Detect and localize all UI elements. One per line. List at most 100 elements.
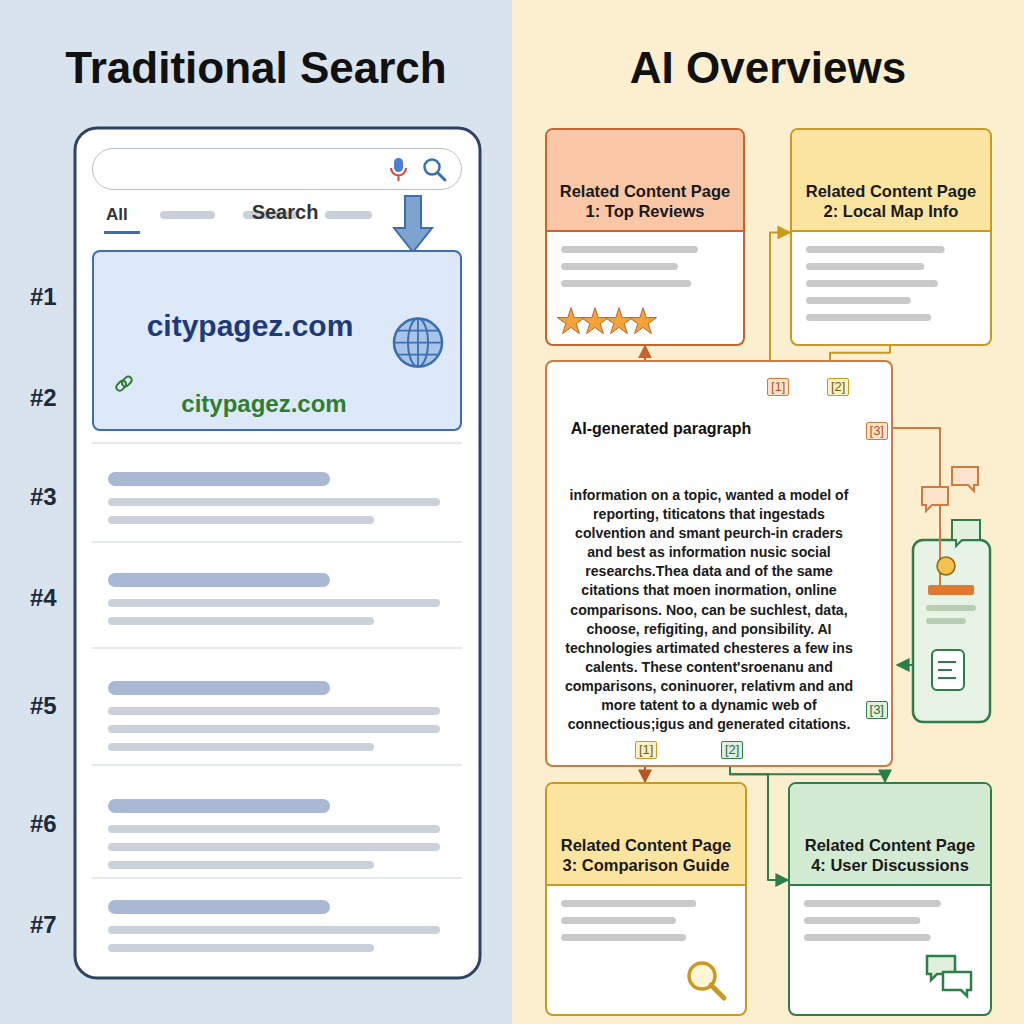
- card-body-illustration: [792, 232, 989, 344]
- result-url: citypagez.com: [110, 344, 390, 419]
- card-header: Related Content Page 3: Comparison Guide: [547, 784, 745, 886]
- link-icon: [115, 379, 128, 392]
- title-placeholder: [108, 573, 330, 587]
- citation-marker: [1]: [767, 378, 789, 396]
- chat-bubble: [943, 972, 971, 996]
- mic-stand: [391, 168, 406, 181]
- placeholder-line: [806, 297, 911, 304]
- rating-star: [605, 307, 632, 333]
- magnifier-handle: [438, 173, 446, 181]
- placeholder-line: [561, 246, 698, 253]
- card-title: Related Content Page 3: Comparison Guide: [555, 792, 737, 876]
- right-ground: [512, 0, 1024, 1024]
- placeholder-line: [926, 618, 966, 624]
- placeholder-line: [806, 280, 938, 287]
- card-body-illustration: [790, 886, 989, 1014]
- search-bar: Search: [92, 148, 462, 190]
- tab-label: All: [106, 205, 128, 225]
- globe-meridian: [408, 319, 428, 367]
- rank-number: #4: [30, 584, 57, 612]
- citation-marker: [1]: [635, 741, 657, 759]
- card-header: Related Content Page 2: Local Map Info: [792, 130, 990, 232]
- search-icons: [93, 149, 460, 188]
- placeholder-line: [804, 900, 941, 907]
- text-placeholder: [108, 743, 374, 751]
- chat-bubble: [952, 467, 978, 491]
- text-placeholder: [108, 843, 440, 851]
- citation-marker: [3]: [866, 701, 888, 719]
- placeholder-line: [806, 246, 945, 253]
- rank-number: #7: [30, 911, 57, 939]
- globe-icon: [394, 319, 442, 367]
- rank-number: #3: [30, 483, 57, 511]
- title-placeholder: [108, 799, 330, 813]
- title-placeholder: [108, 472, 330, 486]
- result-placeholders: [92, 373, 462, 952]
- person-icon: [937, 557, 955, 575]
- card-header: Related Content Page 1: Top Reviews: [547, 130, 743, 232]
- placeholder-line: [561, 280, 691, 287]
- citation-marker: [2]: [827, 378, 849, 396]
- panel: AI OverviewsRelated Content Page 1: Top …: [512, 0, 1024, 1024]
- left-ground: [0, 0, 512, 1024]
- text-placeholder: [108, 707, 440, 715]
- row-separator: [92, 541, 462, 543]
- row-separator: [92, 877, 462, 879]
- hand-icon-lines: [938, 662, 956, 678]
- citation-arrow: [897, 664, 913, 666]
- text-placeholder: [108, 599, 440, 607]
- result-title: citypagez.com: [110, 264, 390, 344]
- highlight-bar: [928, 585, 974, 595]
- citation-connector: [644, 346, 646, 360]
- citation-line: [893, 428, 940, 585]
- row-separator: [92, 647, 462, 649]
- card-body-illustration: [547, 232, 742, 344]
- placeholder-line: [561, 934, 686, 941]
- rating-star: [557, 307, 584, 333]
- text-placeholder: [108, 944, 374, 952]
- text-placeholder: [108, 498, 440, 506]
- phone-frame: [75, 128, 480, 978]
- text-placeholder: [108, 725, 440, 733]
- social-panel: [913, 540, 990, 722]
- placeholder-line: [806, 263, 924, 270]
- text-placeholder: [108, 617, 374, 625]
- content-card: Related Content Page 4: User Discussions: [788, 782, 992, 1016]
- text-placeholder: [108, 825, 440, 833]
- chat-bubble: [922, 487, 948, 511]
- chat-bubble: [952, 520, 980, 546]
- tab-placeholder: [160, 211, 215, 219]
- pointer-arrow: [394, 196, 432, 252]
- link-icon: [120, 375, 133, 388]
- rank-number: #2: [30, 384, 57, 412]
- citation-connector: [830, 346, 890, 360]
- search-placeholder: Search: [93, 149, 461, 232]
- row-separator: [92, 764, 462, 766]
- hand-icon: [932, 650, 964, 690]
- placeholder-line: [561, 263, 678, 270]
- globe-lines: [394, 319, 442, 367]
- tab-placeholder: [325, 211, 372, 219]
- content-card: Related Content Page 1: Top Reviews: [545, 128, 745, 346]
- citation-marker: [3]: [866, 422, 888, 440]
- text-placeholder: [108, 861, 374, 869]
- card-title: Related Content Page 4: User Discussions: [798, 792, 982, 876]
- rank-number: #5: [30, 692, 57, 720]
- placeholder-line: [926, 605, 976, 611]
- placeholder-line: [804, 934, 931, 941]
- placeholder-line: [806, 314, 931, 321]
- rating-star: [581, 307, 608, 333]
- content-card: Related Content Page 3: Comparison Guide: [545, 782, 747, 1016]
- magnifier-icon: [425, 160, 440, 175]
- panel-heading: Traditional Search: [0, 0, 512, 92]
- citation-connector: [644, 767, 646, 782]
- rank-number: #1: [30, 283, 57, 311]
- placeholder-line: [804, 917, 920, 924]
- row-separator: [92, 442, 462, 444]
- mic-icon: [394, 158, 403, 172]
- tab-underline: [104, 231, 140, 234]
- card-body-illustration: [547, 886, 744, 1014]
- content-card: Related Content Page 2: Local Map Info: [790, 128, 992, 346]
- top-result: citypagez.comcitypagez.com: [92, 250, 462, 431]
- text-placeholder: [108, 926, 440, 934]
